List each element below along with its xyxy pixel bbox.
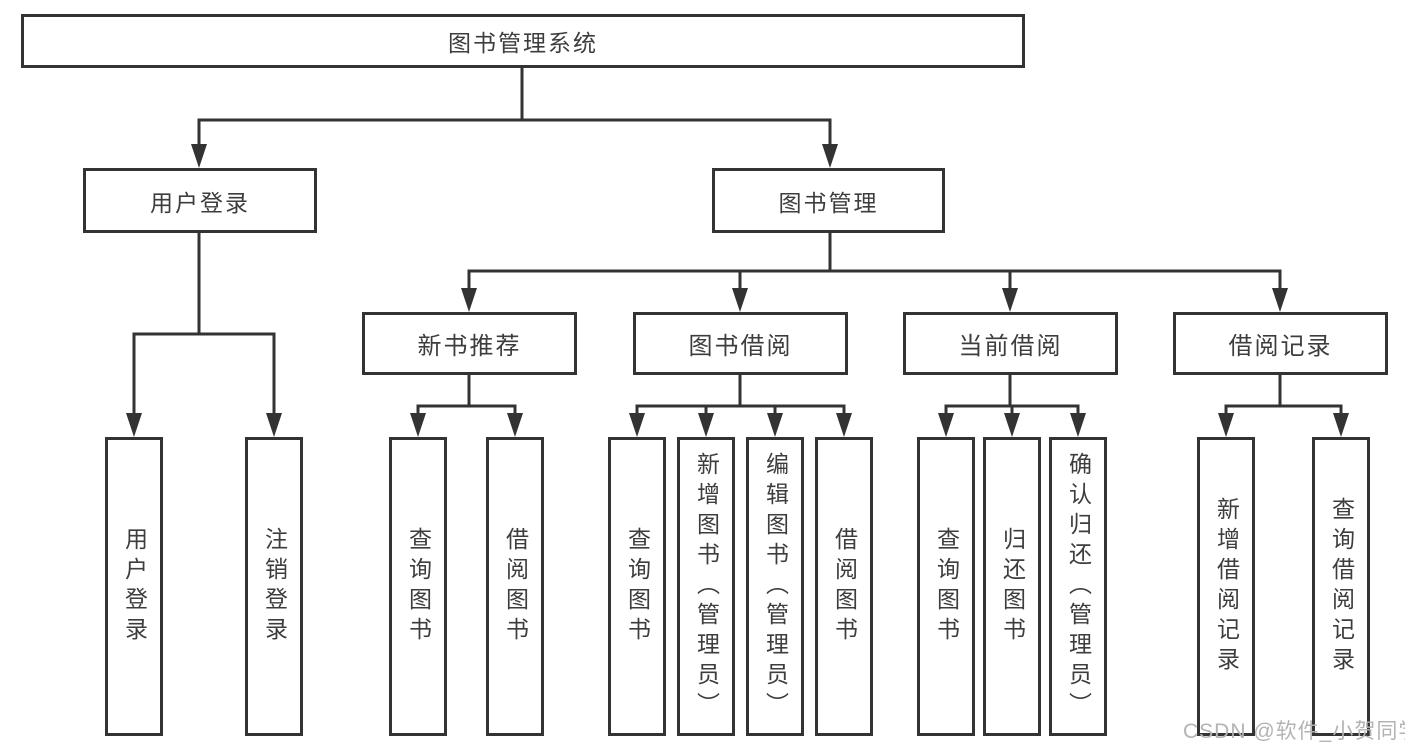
node-book-management: 图书管理 (712, 168, 945, 233)
node-label: 用户登录 (150, 189, 250, 216)
node-label: 查询借阅记录 (1328, 496, 1355, 677)
node-label: 当前借阅 (958, 333, 1063, 360)
node-label: 用户登录 (121, 526, 148, 647)
leaf-return-book: 归还图书 (983, 437, 1041, 736)
node-label: 新书推荐 (417, 333, 522, 360)
node-label: 查询图书 (624, 526, 651, 647)
leaf-user-login: 用户登录 (105, 437, 163, 736)
node-book-management-system: 图书管理系统 (21, 14, 1025, 68)
leaf-query-books-recommend: 查询图书 (389, 437, 447, 736)
node-label: 注销登录 (261, 526, 288, 647)
node-label: 新增借阅记录 (1213, 496, 1240, 677)
node-label: 图书借阅 (688, 333, 793, 360)
leaf-edit-book-admin: 编辑图书（管理员） (746, 437, 804, 736)
node-label: 确认归还（管理员） (1065, 451, 1092, 722)
node-label: 编辑图书（管理员） (762, 451, 789, 722)
node-label: 借阅图书 (502, 526, 529, 647)
leaf-query-books-borrow: 查询图书 (608, 437, 666, 736)
leaf-borrow-books: 借阅图书 (815, 437, 873, 736)
node-label: 图书管理 (778, 189, 879, 216)
leaf-query-books-current: 查询图书 (917, 437, 975, 736)
node-label: 查询图书 (405, 526, 432, 647)
leaf-add-book-admin: 新增图书（管理员） (677, 437, 735, 736)
leaf-add-borrow-record: 新增借阅记录 (1197, 437, 1255, 736)
node-borrowing-records: 借阅记录 (1173, 312, 1388, 375)
leaf-borrow-books-recommend: 借阅图书 (486, 437, 544, 736)
node-label: 查询图书 (933, 526, 960, 647)
node-current-borrowing: 当前借阅 (903, 312, 1118, 375)
node-user-login: 用户登录 (83, 168, 317, 233)
node-label: 归还图书 (999, 526, 1026, 647)
leaf-query-borrow-record: 查询借阅记录 (1312, 437, 1370, 736)
node-label: 借阅记录 (1228, 333, 1333, 360)
leaf-confirm-return-admin: 确认归还（管理员） (1049, 437, 1107, 736)
node-label: 图书管理系统 (448, 30, 598, 56)
node-label: 借阅图书 (831, 526, 858, 647)
node-book-borrowing: 图书借阅 (633, 312, 848, 375)
watermark-text: CSDN @软件_小贺同学 (1183, 720, 1405, 743)
node-label: 新增图书（管理员） (693, 451, 720, 722)
node-new-book-recommend: 新书推荐 (362, 312, 577, 375)
leaf-logout: 注销登录 (245, 437, 303, 736)
